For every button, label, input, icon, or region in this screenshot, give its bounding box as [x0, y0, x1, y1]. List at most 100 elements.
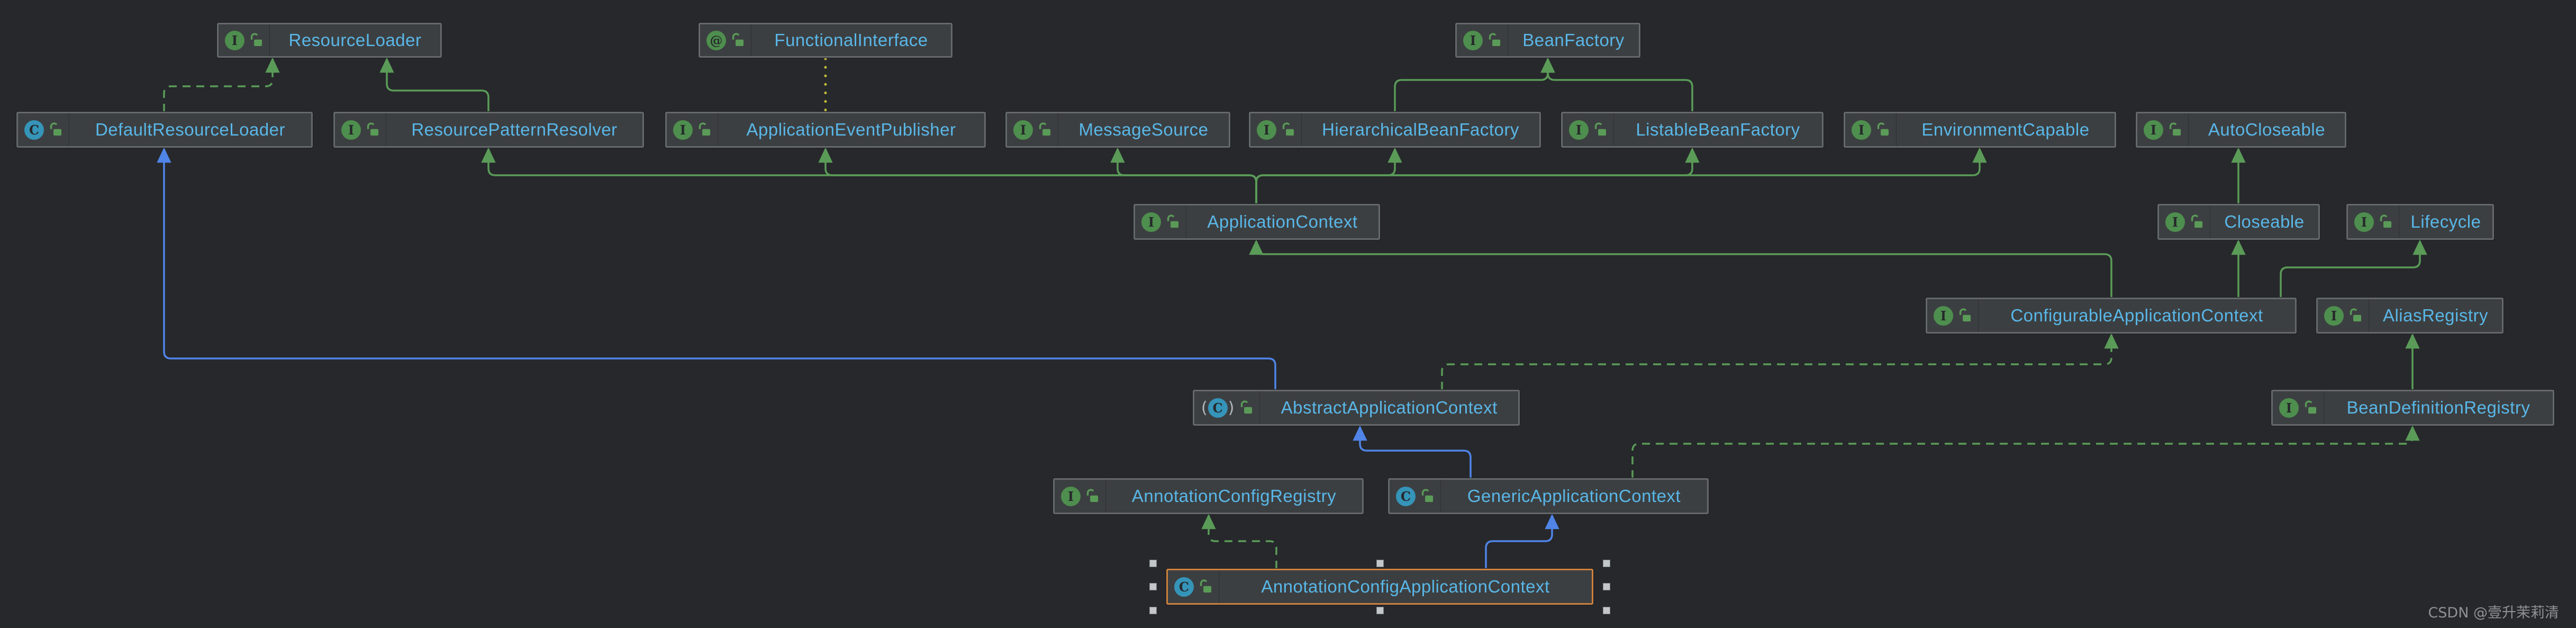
- node-icon-group: ( C ): [1194, 398, 1253, 418]
- class-name-label: EnvironmentCapable: [1921, 120, 2090, 139]
- node-icon-group: ( I ): [1845, 120, 1890, 140]
- interface-node-ApplicationContext[interactable]: ( I ) ApplicationContext: [1133, 204, 1380, 240]
- edge-implements-AnnotationConfigApplicationContext-to-AnnotationConfigRegistry[interactable]: [1201, 514, 1277, 569]
- interface-node-ResourceLoader[interactable]: ( I ) ResourceLoader: [217, 23, 442, 58]
- interface-icon: I: [673, 120, 693, 140]
- edge-extends-ApplicationContext-to-ApplicationEventPublisher[interactable]: [818, 147, 1257, 204]
- public-lock-icon: [1959, 308, 1971, 322]
- class-node-AnnotationConfigApplicationContext[interactable]: ( C ) AnnotationConfigApplicationContext: [1166, 569, 1593, 605]
- selection-resize-handle[interactable]: [1603, 583, 1610, 590]
- edge-extends-ListableBeanFactory-to-BeanFactory[interactable]: [1540, 57, 1693, 112]
- interface-node-MessageSource[interactable]: ( I ) MessageSource: [1005, 112, 1230, 148]
- interface-node-HierarchicalBeanFactory[interactable]: ( I ) HierarchicalBeanFactory: [1249, 112, 1541, 148]
- class-name-label: AbstractApplicationContext: [1281, 398, 1498, 417]
- public-lock-icon: [1167, 214, 1179, 228]
- interface-node-EnvironmentCapable[interactable]: ( I ) EnvironmentCapable: [1844, 112, 2116, 148]
- abstract-class-icon: C: [1208, 398, 1228, 418]
- class-node-GenericApplicationContext[interactable]: ( C ) GenericApplicationContext: [1388, 478, 1709, 514]
- public-lock-icon: [732, 33, 744, 47]
- class-name-label: Closeable: [2224, 212, 2305, 231]
- node-header-divider: [1301, 113, 1302, 146]
- node-icon-group: ( I ): [219, 30, 263, 50]
- edge-extends-AbstractApplicationContext-to-DefaultResourceLoader[interactable]: [157, 147, 1276, 390]
- interface-node-BeanDefinitionRegistry[interactable]: ( I ) BeanDefinitionRegistry: [2271, 390, 2554, 426]
- edge-extends-ApplicationContext-to-MessageSource[interactable]: [1110, 147, 1257, 204]
- node-icon-group: ( I ): [1055, 486, 1099, 506]
- class-name-label: BeanDefinitionRegistry: [2346, 398, 2530, 417]
- class-name-label: ResourcePatternResolver: [411, 120, 618, 139]
- node-icon-group: ( I ): [2273, 398, 2317, 418]
- selection-resize-handle[interactable]: [1376, 607, 1384, 614]
- edge-extends-ApplicationContext-to-ListableBeanFactory[interactable]: [1255, 147, 1700, 204]
- csdn-watermark: CSDN @壹升茉莉清: [2428, 605, 2559, 621]
- interface-node-BeanFactory[interactable]: ( I ) BeanFactory: [1455, 23, 1640, 58]
- interface-node-ListableBeanFactory[interactable]: ( I ) ListableBeanFactory: [1561, 112, 1824, 148]
- interface-icon: I: [2354, 212, 2374, 232]
- class-name-label: AnnotationConfigRegistry: [1131, 486, 1337, 506]
- class-icon: C: [1174, 577, 1194, 597]
- class-name-label: ResourceLoader: [288, 30, 422, 50]
- edge-implements-GenericApplicationContext-to-BeanDefinitionRegistry[interactable]: [1631, 425, 2420, 478]
- node-header-divider: [1259, 391, 1260, 424]
- node-icon-group: ( I ): [2348, 212, 2392, 232]
- edge-extends-AnnotationConfigApplicationContext-to-GenericApplicationContext[interactable]: [1485, 514, 1559, 569]
- edge-extends-HierarchicalBeanFactory-to-BeanFactory[interactable]: [1394, 57, 1555, 112]
- interface-icon: I: [2144, 120, 2163, 140]
- interface-icon: I: [225, 30, 244, 50]
- node-icon-group: ( @ ): [700, 30, 745, 50]
- node-icon-group: ( C ): [1168, 577, 1212, 597]
- interface-node-AliasRegistry[interactable]: ( I ) AliasRegistry: [2316, 298, 2504, 334]
- class-name-label: Lifecycle: [2410, 212, 2481, 231]
- public-lock-icon: [1086, 489, 1099, 503]
- edge-extends-ApplicationContext-to-ResourcePatternResolver[interactable]: [481, 147, 1257, 204]
- selection-resize-handle[interactable]: [1149, 560, 1157, 567]
- edge-extends-ApplicationContext-to-EnvironmentCapable[interactable]: [1255, 147, 1987, 204]
- public-lock-icon: [699, 122, 711, 136]
- interface-icon: I: [1852, 120, 1871, 140]
- class-name-label: ListableBeanFactory: [1636, 120, 1800, 139]
- interface-node-Lifecycle[interactable]: ( I ) Lifecycle: [2346, 204, 2494, 240]
- class-icon: C: [24, 120, 44, 140]
- interface-icon: I: [2324, 306, 2344, 326]
- interface-node-ResourcePatternResolver[interactable]: ( I ) ResourcePatternResolver: [333, 112, 644, 148]
- edge-extends-ResourcePatternResolver-to-ResourceLoader[interactable]: [379, 57, 489, 112]
- interface-icon: I: [1061, 486, 1081, 506]
- selection-resize-handle[interactable]: [1603, 560, 1610, 567]
- edge-extends-ConfigurableApplicationContext-to-ApplicationContext[interactable]: [1249, 239, 2112, 298]
- class-node-DefaultResourceLoader[interactable]: ( C ) DefaultResourceLoader: [16, 112, 313, 148]
- interface-node-Closeable[interactable]: ( I ) Closeable: [2157, 204, 2320, 240]
- class-name-label: DefaultResourceLoader: [95, 120, 286, 139]
- public-lock-icon: [250, 33, 262, 47]
- edge-extends-ConfigurableApplicationContext-to-Lifecycle[interactable]: [2280, 239, 2427, 298]
- class-node-AbstractApplicationContext[interactable]: ( C ) AbstractApplicationContext: [1193, 390, 1520, 426]
- edge-extends-GenericApplicationContext-to-AbstractApplicationContext[interactable]: [1353, 425, 1472, 478]
- selection-resize-handle[interactable]: [1376, 560, 1384, 567]
- interface-icon: I: [1463, 30, 1483, 50]
- interface-node-ApplicationEventPublisher[interactable]: ( I ) ApplicationEventPublisher: [665, 112, 986, 148]
- selection-resize-handle[interactable]: [1149, 607, 1157, 614]
- selection-resize-handle[interactable]: [1149, 583, 1157, 590]
- class-name-label: GenericApplicationContext: [1467, 486, 1681, 506]
- interface-node-ConfigurableApplicationContext[interactable]: ( I ) ConfigurableApplicationContext: [1926, 298, 2297, 334]
- class-name-label: HierarchicalBeanFactory: [1322, 120, 1519, 139]
- interface-icon: I: [1141, 212, 1161, 232]
- node-header-divider: [269, 24, 270, 56]
- edge-implements-AbstractApplicationContext-to-ConfigurableApplicationContext[interactable]: [1441, 333, 2119, 390]
- node-icon-group: ( I ): [1135, 212, 1180, 232]
- interface-node-AnnotationConfigRegistry[interactable]: ( I ) AnnotationConfigRegistry: [1053, 478, 1364, 514]
- class-node-FunctionalInterface[interactable]: ( @ ) FunctionalInterface: [699, 23, 953, 58]
- edge-implements-DefaultResourceLoader-to-ResourceLoader[interactable]: [163, 57, 280, 112]
- interface-node-AutoCloseable[interactable]: ( I ) AutoCloseable: [2136, 112, 2346, 148]
- selection-resize-handle[interactable]: [1603, 607, 1610, 614]
- public-lock-icon: [2191, 214, 2203, 228]
- node-icon-group: ( I ): [1007, 120, 1051, 140]
- interface-icon: I: [2165, 212, 2185, 232]
- interface-icon: I: [1013, 120, 1033, 140]
- node-icon-group: ( C ): [18, 120, 62, 140]
- edge-extends-ApplicationContext-to-HierarchicalBeanFactory[interactable]: [1255, 147, 1402, 204]
- node-icon-group: ( I ): [335, 120, 379, 140]
- node-icon-group: ( I ): [1563, 120, 1607, 140]
- node-header-divider: [1978, 299, 1979, 332]
- node-icon-group: ( I ): [1250, 120, 1295, 140]
